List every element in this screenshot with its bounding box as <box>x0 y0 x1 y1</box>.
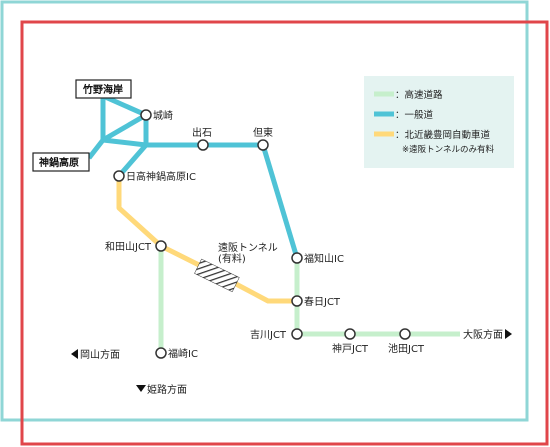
label-izushi: 出石 <box>192 126 212 139</box>
nodes <box>113 109 411 359</box>
toosaka-tunnel-mark <box>194 258 240 293</box>
node-kobe-jct <box>344 328 356 340</box>
label-kinosaki: 城崎 <box>153 109 173 122</box>
svg-text:神鍋高原: 神鍋高原 <box>39 156 79 169</box>
legend-note: ※遠阪トンネルのみ有料 <box>402 144 494 155</box>
node-izushi <box>197 139 209 151</box>
inner-frame <box>20 20 549 446</box>
legend-box <box>364 76 514 168</box>
label-tanto: 但東 <box>253 126 273 139</box>
legend: ：高速道路 ：一般道 ：北近畿豊岡自動車道 ※遠阪トンネルのみ有料 <box>364 76 514 168</box>
kitakinki-expressway-line <box>116 176 297 304</box>
label-kasuga-jct: 春日JCT <box>304 296 341 308</box>
legend-label-general-road: ：一般道 <box>395 109 434 121</box>
node-fukuchiyama-ic <box>291 252 303 264</box>
label-toosaka-tunnel: 遠阪トンネル <box>218 241 278 254</box>
arrow-left-icon <box>71 349 78 359</box>
label-wadayama-jct: 和田山JCT <box>105 241 152 253</box>
label-kannabekogen-box: 神鍋高原 <box>32 152 90 172</box>
node-yoshikawa-jct <box>291 328 303 340</box>
label-fukuchiyama-ic: 福知山IC <box>304 252 344 265</box>
label-kobe-jct: 神戸JCT <box>332 342 369 355</box>
label-hidaka-ic: 日高神鍋高原IC <box>126 170 196 183</box>
node-hidaka-ic <box>113 170 125 182</box>
label-osaka: 大阪方面 <box>463 328 503 341</box>
label-yoshikawa-jct: 吉川JCT <box>250 329 287 341</box>
node-kasuga-jct <box>291 295 303 307</box>
label-ikeda-jct: 池田JCT <box>388 342 425 355</box>
label-toosaka-tunnel-note: (有料) <box>218 252 246 265</box>
svg-text:竹野海岸: 竹野海岸 <box>82 83 123 96</box>
node-wadayama-jct <box>155 240 167 252</box>
general-road-lines <box>87 93 300 259</box>
node-kinosaki <box>140 109 152 121</box>
legend-label-kitakinki: ：北近畿豊岡自動車道 <box>395 129 491 141</box>
label-okayama: 岡山方面 <box>80 348 120 361</box>
node-tanto <box>257 139 269 151</box>
arrow-down-icon <box>136 385 146 392</box>
node-ikeda-jct <box>399 328 411 340</box>
legend-label-expressway: ：高速道路 <box>395 89 443 101</box>
label-takenokaigan-box: 竹野海岸 <box>75 79 132 99</box>
label-himeji: 姫路方面 <box>147 383 187 396</box>
node-fukusaki-ic <box>155 347 167 359</box>
label-fukusaki-ic: 福崎IC <box>168 347 198 360</box>
outer-frame <box>0 0 529 422</box>
arrow-right-icon <box>505 329 512 339</box>
